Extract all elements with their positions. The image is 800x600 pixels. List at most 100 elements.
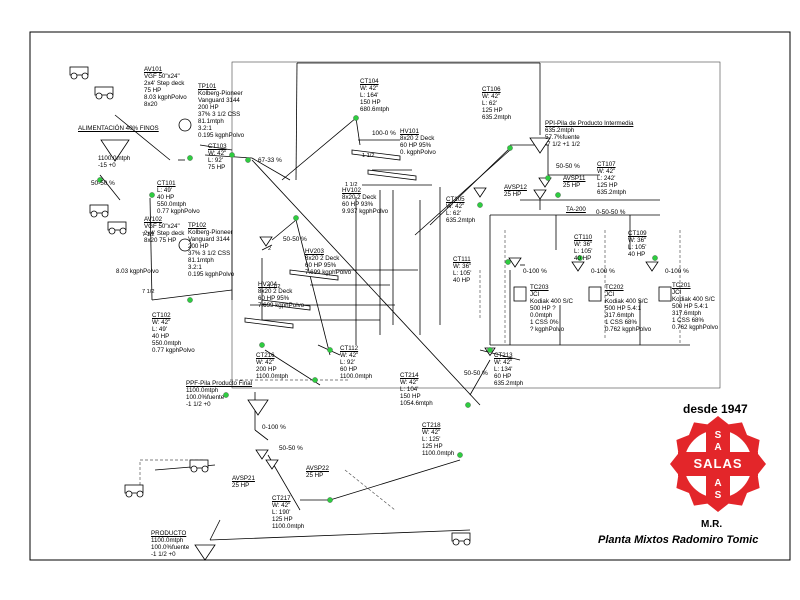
split-ratio-label: 50-50 % — [464, 370, 488, 377]
junction-node — [505, 259, 511, 265]
conveyor-line — [264, 349, 321, 386]
equipment-spec: 1100.0mtph — [340, 373, 373, 380]
equipment-spec: 0.762 kgphPolvo — [605, 326, 652, 333]
conveyor-line — [281, 117, 357, 181]
junction-node — [97, 177, 103, 183]
equipment-spec: 200 HP — [256, 366, 277, 373]
equipment-id: CT107 — [597, 161, 616, 168]
equipment-spec: 0.0mtph — [530, 312, 553, 319]
conveyor-line — [209, 529, 471, 541]
equipment-id: AVSP11 — [563, 175, 586, 182]
equipment-spec: W: 42" — [208, 150, 227, 157]
conveyor-line — [429, 147, 511, 226]
equipment-spec: 500 HP 5.4:1 — [605, 305, 642, 312]
equipment-spec: 1 CSS 68% — [605, 319, 637, 326]
equipment-spec: 8x20 2 Deck — [258, 288, 293, 295]
equipment-id: CT102 — [152, 312, 171, 319]
equipment-id: HV204 — [258, 281, 277, 288]
junction-node — [327, 497, 333, 503]
equipment-id: CT104 — [360, 78, 379, 85]
equipment-id: PRODUCTO — [151, 530, 187, 537]
equipment-spec: 25 HP — [306, 472, 324, 479]
equipment-id: PPI-Pila de Producto Intermedia — [545, 120, 634, 127]
deck-size-label: 7 1/2 — [142, 289, 155, 295]
equipment-spec: L: 105' — [453, 270, 472, 277]
company-since-label: desde 1947 — [683, 402, 748, 416]
equipment-spec: 1 CSS 0% — [530, 319, 559, 326]
equipment-spec: 0.195 kgphPolvo — [188, 271, 235, 278]
equipment-spec: 7.699 kgphPolvo — [258, 302, 305, 309]
equipment-spec: 40 HP — [574, 255, 592, 262]
split-ratio-label: 0-100 % — [262, 424, 286, 431]
equipment-spec: L: 49' — [157, 187, 172, 194]
equipment-id: CT103 — [208, 143, 227, 150]
junction-node — [293, 215, 299, 221]
equipment-spec: W: 42" — [597, 168, 616, 175]
equipment-spec: 25 HP — [563, 182, 581, 189]
equipment-spec: -1 1/2 +0 — [186, 401, 211, 408]
stockpile-icon — [259, 236, 273, 247]
equipment-spec: Vanguard 3144 — [198, 97, 240, 104]
equipment-id: CT216 — [256, 352, 275, 359]
equipment-spec: W: 42" — [400, 379, 419, 386]
equipment-id: AV101 — [144, 66, 163, 73]
logo-letter: A — [714, 478, 721, 489]
equipment-spec: 150 HP — [360, 99, 381, 106]
equipment-id: CT111 — [453, 256, 471, 263]
equipment-spec: 125 HP — [482, 107, 503, 114]
equipment-spec: 317.6mtph — [605, 312, 635, 319]
conveyor-line — [151, 289, 233, 301]
equipment-spec: 0.195 kgphPolvo — [198, 132, 245, 139]
conveyor-line — [479, 349, 521, 361]
deck-size-label: 7 1/2 — [142, 232, 155, 238]
equipment-spec: Kodiak 400 S/C — [605, 298, 648, 305]
haul-truck-icon — [189, 459, 209, 473]
equipment-spec: W: 36" — [628, 237, 647, 244]
equipment-id: CT105 — [446, 196, 465, 203]
equipment-spec: -7 1/2 +1 1/2 — [545, 141, 580, 148]
haul-truck-icon — [89, 204, 109, 218]
equipment-spec: 81.1mtph — [188, 257, 214, 264]
junction-node — [652, 255, 658, 261]
equipment-spec: L: 104' — [400, 386, 419, 393]
equipment-spec: -15 +0 — [98, 162, 116, 169]
junction-node — [245, 157, 251, 163]
equipment-spec: L: 62' — [446, 210, 461, 217]
equipment-spec: JCI — [672, 289, 682, 296]
junction-node — [477, 202, 483, 208]
equipment-spec: 60 HP 95% — [258, 295, 290, 302]
equipment-spec: JCI — [605, 291, 615, 298]
equipment-spec: 1100.0mtph — [151, 537, 184, 544]
equipment-spec: W: 42" — [272, 502, 291, 509]
equipment-spec: 550.0mtph — [152, 340, 182, 347]
equipment-spec: VGF 50"x24" — [144, 73, 180, 80]
equipment-spec: 8.03 kgphPolvo — [116, 268, 159, 275]
equipment-label-ta-200: TA-200 — [566, 206, 586, 213]
conveyor-line — [271, 219, 297, 241]
equipment-spec: L: 105' — [574, 248, 593, 255]
equipment-spec: 37% 3 1/2 CSS — [198, 111, 241, 118]
equipment-spec: 1 CSS 68% — [672, 317, 704, 324]
stockpile-icon — [247, 399, 269, 416]
equipment-spec: L: 105' — [628, 244, 647, 251]
split-ratio-label: 50-50 % — [279, 445, 303, 452]
equipment-spec: 635.2mtph — [494, 380, 524, 387]
junction-node — [327, 347, 333, 353]
conveyor-line — [209, 519, 221, 541]
equipment-spec: 8x20 — [144, 101, 158, 108]
junction-node — [187, 155, 193, 161]
equipment-spec: ? kgphPolvo — [530, 326, 565, 333]
conveyor-line — [114, 114, 171, 161]
equipment-id: TP101 — [198, 83, 217, 90]
